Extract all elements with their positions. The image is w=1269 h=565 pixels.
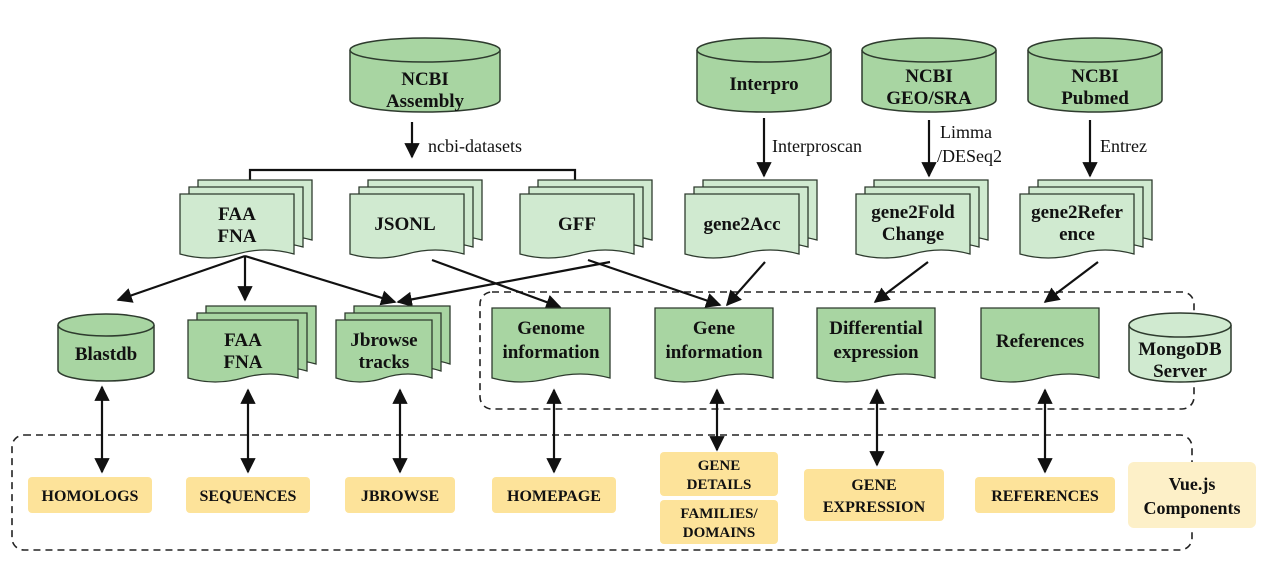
arrow-gff-to-jbrowse <box>396 260 611 307</box>
storage-label: Gene <box>693 318 735 339</box>
source-label: Pubmed <box>1061 88 1129 109</box>
storage-gene-information: Gene information <box>654 307 774 383</box>
component-vuejs-legend: Vue.js Components <box>1128 462 1256 528</box>
file-label: ence <box>1059 224 1095 245</box>
source-ncbi-assembly: NCBI Assembly <box>349 37 501 113</box>
source-ncbi-geo-sra: NCBI GEO/SRA <box>861 37 997 113</box>
storage-label: Jbrowse <box>350 330 417 351</box>
component-label: DETAILS <box>687 477 752 493</box>
component-label: GENE <box>851 477 896 494</box>
source-label: NCBI <box>905 66 953 87</box>
source-label: NCBI <box>1071 66 1119 87</box>
component-homologs: HOMOLOGS <box>28 477 152 513</box>
file-gene2foldchange: gene2Fold Change <box>855 179 989 259</box>
component-label: Vue.js <box>1169 474 1216 494</box>
component-label: DOMAINS <box>683 525 756 541</box>
component-label: GENE <box>698 458 741 474</box>
storage-label: Genome <box>517 318 585 339</box>
tool-label-deseq2: /DESeq2 <box>937 146 1002 166</box>
storage-label: References <box>996 331 1084 352</box>
component-gene-details: GENE DETAILS <box>660 452 778 496</box>
file-label: FNA <box>217 226 256 247</box>
storage-label: expression <box>833 342 919 363</box>
file-label: gene2Acc <box>703 214 780 235</box>
source-interpro: Interpro <box>696 37 832 113</box>
file-label: GFF <box>558 214 596 235</box>
tool-label-interproscan: Interproscan <box>772 136 862 156</box>
file-label: gene2Fold <box>871 202 955 223</box>
arrow-to-jbrowse <box>244 254 397 306</box>
arrow-jsonl-to-genome <box>431 258 562 310</box>
component-gene-expression: GENE EXPRESSION <box>804 469 944 521</box>
file-jsonl: JSONL <box>349 179 483 259</box>
storage-genome-information: Genome information <box>491 307 611 383</box>
component-label: SEQUENCES <box>200 488 297 505</box>
storage-references: References <box>980 307 1100 383</box>
storage-mongodb-server: MongoDB Server <box>1128 312 1232 383</box>
component-label: HOMOLOGS <box>42 488 139 505</box>
source-ncbi-pubmed: NCBI Pubmed <box>1027 37 1163 113</box>
storage-label: Server <box>1153 361 1207 382</box>
component-homepage: HOMEPAGE <box>492 477 616 513</box>
component-label: JBROWSE <box>361 488 439 505</box>
storage-differential-expression: Differential expression <box>816 307 936 383</box>
file-faa-fna: FAA FNA <box>179 179 313 259</box>
source-label: GEO/SRA <box>886 88 972 109</box>
arrow-gene2acc-to-gene <box>725 261 766 307</box>
file-label: gene2Refer <box>1031 202 1123 223</box>
component-families-domains: FAMILIES/ DOMAINS <box>660 500 778 544</box>
source-label: Interpro <box>729 74 798 95</box>
storage-faa-fna: FAA FNA <box>187 305 317 383</box>
storage-jbrowse-tracks: Jbrowse tracks <box>335 305 451 383</box>
component-label: FAMILIES/ <box>680 506 758 522</box>
component-references: REFERENCES <box>975 477 1115 513</box>
storage-label: Blastdb <box>75 344 137 365</box>
bracket <box>248 168 577 182</box>
mongodb-container <box>479 291 1195 410</box>
arrow-fold-to-diff <box>873 261 929 303</box>
arrow-ref-to-references <box>1043 261 1099 303</box>
file-gene2reference: gene2Refer ence <box>1019 179 1153 259</box>
component-label: REFERENCES <box>991 488 1099 505</box>
arrow-gff-to-gene <box>587 258 722 308</box>
storage-label: Differential <box>829 318 923 339</box>
storage-label: information <box>665 342 763 363</box>
storage-label: information <box>502 342 600 363</box>
source-label: Assembly <box>386 91 465 112</box>
tool-label-ncbi-datasets: ncbi-datasets <box>428 136 522 156</box>
file-label: Change <box>882 224 944 245</box>
component-label: Components <box>1143 498 1240 518</box>
file-gff: GFF <box>519 179 653 259</box>
component-label: EXPRESSION <box>823 499 926 516</box>
source-label: NCBI <box>401 69 449 90</box>
component-label: HOMEPAGE <box>507 488 601 505</box>
vue-components-container <box>11 434 1193 551</box>
storage-label: FNA <box>223 352 262 373</box>
storage-label: FAA <box>224 330 262 351</box>
storage-label: tracks <box>359 352 410 373</box>
tool-label-limma: Limma <box>940 122 992 142</box>
file-label: JSONL <box>374 214 435 235</box>
component-jbrowse: JBROWSE <box>345 477 455 513</box>
file-gene2acc: gene2Acc <box>684 179 818 259</box>
tool-label-entrez: Entrez <box>1100 136 1147 156</box>
storage-blastdb: Blastdb <box>57 313 155 382</box>
storage-label: MongoDB <box>1138 339 1222 360</box>
file-label: FAA <box>218 204 256 225</box>
component-sequences: SEQUENCES <box>186 477 310 513</box>
arrow-to-blastdb <box>116 254 246 303</box>
